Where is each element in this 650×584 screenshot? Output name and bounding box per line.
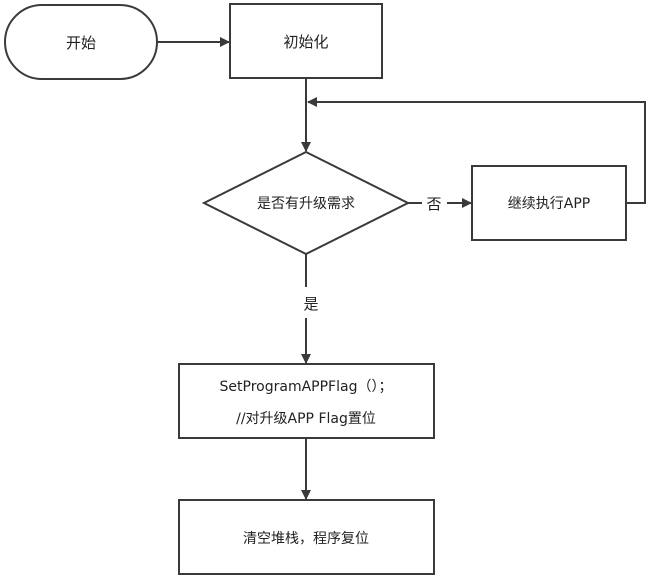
set-flag-node: SetProgramAPPFlag（）； //对升级APP Flag置位 bbox=[178, 363, 435, 439]
no-edge-label: 否 bbox=[426, 195, 441, 213]
set-flag-shape bbox=[178, 363, 435, 439]
decision-label: 是否有升级需求 bbox=[257, 196, 355, 212]
edge-loop-back bbox=[307, 97, 646, 204]
set-flag-label-line1: SetProgramAPPFlag（）； bbox=[220, 379, 393, 395]
reset-shape bbox=[178, 499, 435, 575]
decision-node: 是否有升级需求 bbox=[201, 150, 411, 256]
reset-node: 清空堆栈，程序复位 bbox=[178, 499, 435, 575]
continue-app-label: 继续执行APP bbox=[508, 195, 590, 212]
start-label: 开始 bbox=[66, 34, 96, 52]
init-shape bbox=[229, 3, 383, 79]
start-node: 开始 bbox=[4, 4, 158, 80]
reset-label: 清空堆栈，程序复位 bbox=[243, 530, 369, 547]
continue-app-node: 继续执行APP bbox=[471, 165, 627, 241]
init-node: 初始化 bbox=[229, 3, 383, 79]
init-label: 初始化 bbox=[283, 33, 328, 51]
set-flag-label-line2: //对升级APP Flag置位 bbox=[236, 411, 376, 427]
yes-edge-label: 是 bbox=[303, 295, 318, 313]
